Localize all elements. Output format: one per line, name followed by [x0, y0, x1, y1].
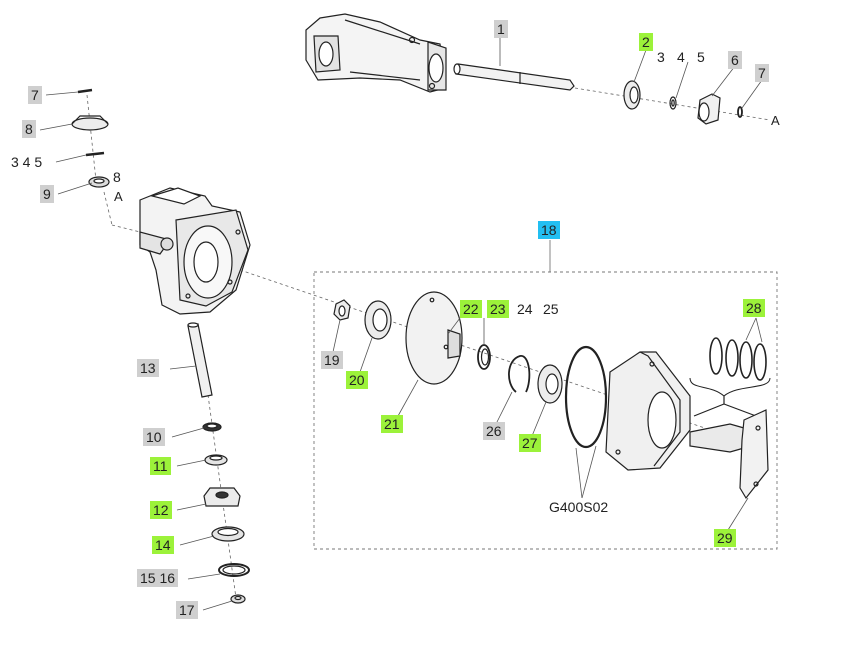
callout-8-left: 8	[22, 120, 36, 138]
part-27-bearing	[537, 364, 563, 404]
hub-housing	[605, 351, 691, 471]
part-13-shaft	[187, 322, 213, 398]
part-7-pin-left	[77, 88, 93, 94]
part-2-bearing	[623, 80, 641, 110]
part-15-16-seal	[218, 563, 250, 577]
callout-7-left: 7	[28, 86, 42, 104]
callout-29: 29	[714, 529, 736, 547]
part-11-bearing	[204, 454, 228, 466]
callout-3: 3	[657, 49, 665, 65]
part-22-23-ring	[477, 344, 491, 370]
callout-15-16: 15 16	[137, 569, 179, 587]
connector-letter-a-left: A	[114, 189, 123, 204]
callout-20: 20	[346, 371, 368, 389]
callout-23: 23	[487, 300, 509, 318]
lower-gear-housing	[139, 187, 251, 315]
callout-8-small: 8	[113, 169, 121, 185]
callout-24: 24	[517, 301, 533, 317]
o-ring	[564, 345, 608, 449]
callout-14: 14	[152, 536, 174, 554]
callout-4: 4	[677, 49, 685, 65]
callout-1: 1	[494, 20, 508, 38]
part-29-flange	[689, 409, 769, 500]
part-6-cap	[697, 93, 721, 125]
part-19-nut	[333, 299, 351, 321]
callout-3-4-5-left: 3 4 5	[11, 154, 43, 170]
callout-17: 17	[176, 601, 198, 619]
callout-11: 11	[150, 457, 171, 475]
upper-axle-housing	[305, 13, 447, 93]
callout-28: 28	[743, 299, 765, 317]
part-12-gear	[203, 487, 241, 507]
part-21-cover	[405, 291, 463, 385]
callout-27: 27	[519, 434, 541, 452]
part-10-ring	[202, 422, 222, 432]
part-3-4-5-rings	[669, 96, 677, 110]
callout-2: 2	[639, 33, 653, 51]
connector-letter-a-right: A	[771, 113, 780, 128]
callout-9: 9	[40, 185, 54, 203]
part-3-4-5-ring-left	[85, 151, 105, 157]
callout-12: 12	[150, 501, 172, 519]
group-18-box	[313, 240, 778, 550]
callout-21: 21	[381, 415, 403, 433]
callout-6: 6	[728, 51, 742, 69]
callout-18: 18	[538, 221, 560, 239]
callout-5: 5	[697, 49, 705, 65]
callout-19: 19	[321, 351, 343, 369]
callout-10: 10	[143, 428, 165, 446]
kit-code-label: G400S02	[549, 499, 609, 515]
callout-7-right: 7	[755, 64, 769, 82]
callout-26: 26	[483, 422, 505, 440]
callout-13: 13	[137, 359, 159, 377]
part-26-snap-ring	[508, 355, 531, 393]
part-7-clip	[737, 106, 743, 118]
callout-22: 22	[460, 300, 482, 318]
part-9-bearing-left	[88, 176, 110, 188]
part-28-rings	[689, 337, 771, 417]
part-20-bearing	[364, 300, 392, 340]
part-17-nut	[230, 594, 246, 604]
part-8-cap-left	[71, 115, 109, 131]
leader-lines	[39, 36, 763, 611]
callout-25: 25	[543, 301, 559, 317]
part-14-bearing	[211, 526, 245, 542]
part-1-shaft	[453, 63, 575, 91]
